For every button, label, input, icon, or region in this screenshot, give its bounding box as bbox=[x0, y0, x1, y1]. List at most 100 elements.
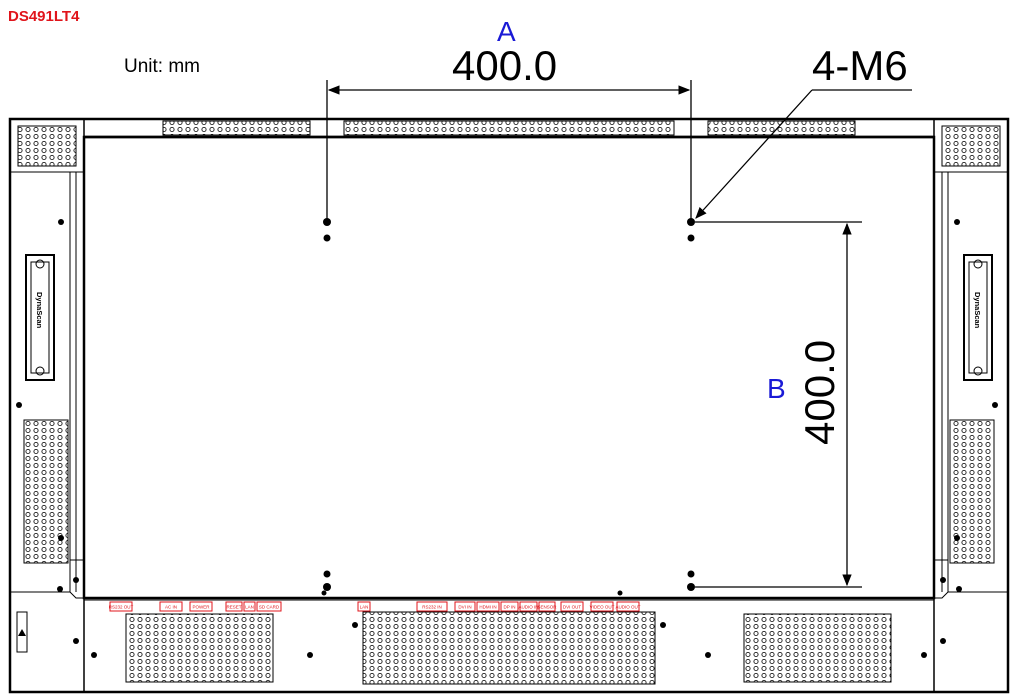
port-label: SD CARD bbox=[259, 605, 280, 610]
screw-spec-label: 4-M6 bbox=[812, 42, 908, 89]
chassis-screws bbox=[16, 219, 998, 658]
port-box bbox=[416, 601, 448, 612]
port-label: DVI IN bbox=[458, 605, 471, 610]
screw bbox=[16, 402, 22, 408]
port-box bbox=[560, 601, 584, 612]
port-label: AUDIO OUT bbox=[615, 605, 640, 610]
vent-top-right-corner bbox=[941, 125, 1001, 167]
mount-hole-top-right-secondary bbox=[687, 234, 695, 242]
handle-screw-bottom bbox=[973, 366, 983, 376]
port-box bbox=[256, 601, 282, 612]
screw bbox=[73, 577, 79, 583]
right-handle: DynaScan bbox=[963, 254, 993, 381]
warning-icon bbox=[18, 629, 26, 636]
mount-hole-bottom-left bbox=[323, 583, 331, 591]
screw bbox=[921, 652, 927, 658]
port-label: POWER bbox=[192, 605, 210, 610]
port-label: VIDEO OUT bbox=[590, 605, 615, 610]
dimension-a bbox=[326, 80, 692, 222]
port-label: RS232 OUT bbox=[109, 605, 134, 610]
port-label: AUDIO IN bbox=[518, 605, 538, 610]
handle-body bbox=[25, 254, 55, 381]
dimension-b-letter: B bbox=[767, 373, 786, 404]
handle-screw-bottom bbox=[35, 366, 45, 376]
mount-hole-bottom-right bbox=[687, 583, 695, 591]
vent-grilles bbox=[17, 120, 1001, 685]
dimension-a-value: 400.0 bbox=[452, 42, 557, 89]
port-box bbox=[109, 601, 133, 612]
screw bbox=[58, 535, 64, 541]
port-label: LAN bbox=[360, 605, 369, 610]
screw bbox=[954, 219, 960, 225]
screw bbox=[660, 622, 666, 628]
dimension-a-letter: A bbox=[497, 16, 516, 47]
callout-leader bbox=[695, 89, 813, 219]
vent-bottom-2 bbox=[362, 611, 656, 685]
port-box bbox=[616, 601, 640, 612]
handle-screw-top bbox=[35, 259, 45, 269]
port-box bbox=[159, 601, 183, 612]
brand-label-left: DynaScan bbox=[35, 292, 44, 329]
io-ports-left: RS232 OUT AC IN POWER RESET LAN SD CARD bbox=[109, 601, 282, 612]
screw bbox=[91, 652, 97, 658]
vent-top-strip-2 bbox=[343, 120, 675, 136]
port-label: LAN bbox=[245, 605, 254, 610]
port-label: SENSOR bbox=[537, 605, 557, 610]
screw bbox=[73, 638, 79, 644]
back-panel bbox=[82, 135, 936, 600]
switch-body bbox=[16, 611, 28, 653]
port-box bbox=[454, 601, 476, 612]
screw bbox=[617, 590, 623, 596]
right-bracket-line bbox=[934, 591, 1008, 599]
dimension-b-value: 400.0 bbox=[796, 340, 843, 445]
outer-frame bbox=[8, 117, 1010, 694]
port-label: DVI OUT bbox=[563, 605, 582, 610]
screw bbox=[992, 402, 998, 408]
vent-bottom-1 bbox=[125, 613, 274, 683]
vent-left-side bbox=[23, 419, 69, 564]
port-box bbox=[243, 601, 256, 612]
vent-bottom-3 bbox=[743, 613, 892, 683]
mount-hole-bottom-left-secondary bbox=[323, 570, 331, 578]
screw bbox=[940, 638, 946, 644]
handle-body bbox=[963, 254, 993, 381]
screw bbox=[307, 652, 313, 658]
vent-right-side bbox=[949, 419, 995, 564]
port-label: RESET bbox=[226, 605, 241, 610]
handle-inner bbox=[968, 261, 988, 374]
screw-callout bbox=[695, 89, 912, 219]
brand-label-right: DynaScan bbox=[973, 292, 982, 329]
vent-top-left-corner bbox=[17, 125, 77, 167]
port-label: RS232 IN bbox=[422, 605, 442, 610]
screw bbox=[352, 622, 358, 628]
port-box bbox=[189, 601, 213, 612]
screw bbox=[940, 577, 946, 583]
vesa-mount-holes bbox=[323, 218, 695, 591]
left-bracket-line bbox=[10, 591, 84, 599]
port-box bbox=[357, 601, 371, 612]
handle-inner bbox=[30, 261, 50, 374]
port-box bbox=[590, 601, 614, 612]
screw bbox=[705, 652, 711, 658]
screw bbox=[956, 586, 962, 592]
vent-top-strip-1 bbox=[162, 120, 311, 136]
port-label: AC IN bbox=[165, 605, 177, 610]
dimension-b bbox=[695, 221, 862, 588]
handle-screw-top bbox=[973, 259, 983, 269]
port-box bbox=[500, 601, 519, 612]
mount-hole-top-left-secondary bbox=[323, 234, 331, 242]
port-label: DP IN bbox=[504, 605, 516, 610]
port-box bbox=[519, 601, 538, 612]
vent-top-strip-3 bbox=[707, 120, 856, 136]
screw bbox=[57, 586, 63, 592]
left-handle: DynaScan bbox=[25, 254, 55, 381]
screw bbox=[954, 535, 960, 541]
screw bbox=[321, 590, 327, 596]
port-box bbox=[538, 601, 556, 612]
screw bbox=[58, 219, 64, 225]
unit-label: Unit: mm bbox=[124, 56, 200, 77]
port-box bbox=[476, 601, 500, 612]
port-label: HDMI IN bbox=[479, 605, 496, 610]
